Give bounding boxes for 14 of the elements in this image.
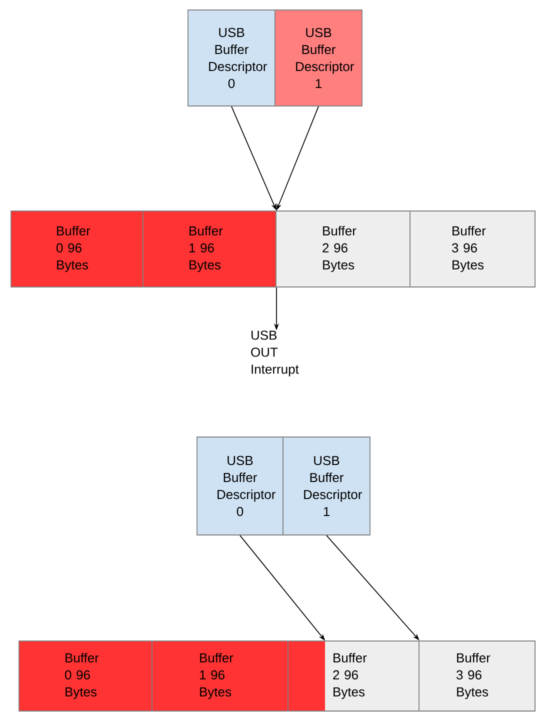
node-label: Buffer 2 96 Bytes — [333, 652, 367, 700]
buffer-box: Buffer 2 96 Bytes — [288, 640, 420, 712]
filled-bar — [288, 641, 325, 711]
buffer-box: Buffer 0 96 Bytes — [10, 210, 144, 288]
descriptor-box: USB Buffer Descriptor 1 — [282, 436, 370, 536]
descriptor-box: USB Buffer Descriptor 0 — [196, 436, 284, 536]
buffer-box: Buffer 3 96 Bytes — [410, 210, 536, 288]
descriptor-box: USB Buffer Descriptor 1 — [274, 10, 362, 106]
descriptor-box: USB Buffer Descriptor 0 — [188, 10, 276, 106]
buffer-box: Buffer 2 96 Bytes — [276, 210, 410, 288]
interrupt-label: USB OUT Interrupt — [251, 330, 299, 376]
buffer-box: Buffer 1 96 Bytes — [142, 210, 276, 288]
buffer-box: Buffer 3 96 Bytes — [418, 640, 536, 712]
buffer-box: Buffer 0 96 Bytes — [18, 640, 152, 712]
